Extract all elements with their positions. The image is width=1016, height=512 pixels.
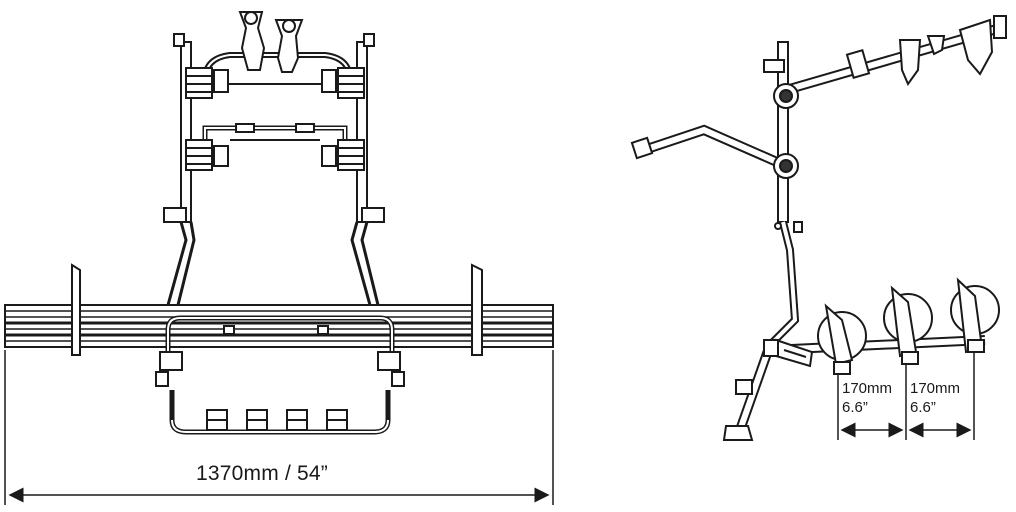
spacing-dimension (837, 352, 975, 440)
spacing-1-in-label: 6.6” (842, 399, 868, 416)
spacing-2-mm-label: 170mm (910, 380, 961, 397)
front-lower-bracket (155, 315, 405, 435)
front-main-rail (4, 304, 554, 348)
front-side-knobs (163, 33, 385, 223)
front-view (4, 11, 554, 505)
spacing-2-in-label: 6.6” (910, 399, 936, 416)
front-top-cradles (238, 11, 304, 73)
side-wheel-cradles (817, 277, 1000, 375)
side-left-arm (630, 124, 799, 179)
front-upper-hubs (185, 67, 365, 99)
side-upper-arm (763, 15, 1007, 109)
side-base-arm (722, 335, 986, 441)
side-mast (767, 41, 803, 348)
spacing-1-mm-label: 170mm (842, 380, 893, 397)
front-lower-arm (202, 123, 348, 145)
side-view (630, 15, 1007, 441)
total-width-label: 1370mm / 54” (196, 462, 328, 485)
front-end-plates (71, 263, 483, 356)
front-bottom-clamps (206, 409, 348, 431)
width-dimension (4, 350, 554, 505)
front-lower-hubs (185, 139, 365, 171)
